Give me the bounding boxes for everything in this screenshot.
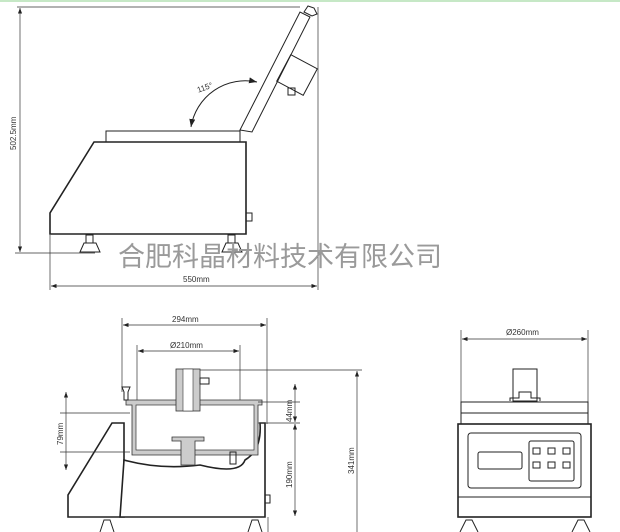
right-view: Ø260mm bbox=[457, 328, 592, 532]
diameter-label: Ø210mm bbox=[170, 341, 203, 350]
lid-handle-box bbox=[512, 368, 538, 402]
lid-height-label: 44mm bbox=[285, 399, 294, 422]
foot bbox=[221, 234, 243, 253]
key-button bbox=[547, 461, 556, 469]
height-label: 502.5mm bbox=[9, 116, 18, 150]
key-button bbox=[532, 461, 541, 469]
width-label: 550mm bbox=[183, 275, 210, 284]
top-plate bbox=[105, 130, 241, 143]
key-button bbox=[547, 447, 556, 455]
control-body bbox=[457, 423, 592, 518]
total-height-label: 341mm bbox=[347, 447, 356, 474]
key-button bbox=[562, 461, 571, 469]
width-label: 294mm bbox=[172, 315, 199, 324]
foot bbox=[79, 234, 101, 253]
key-button bbox=[562, 447, 571, 455]
company-watermark: 合肥科晶材料技术有限公司 bbox=[118, 242, 442, 273]
diameter-label: Ø260mm bbox=[506, 328, 539, 337]
body-height-label: 190mm bbox=[285, 461, 294, 488]
top-border bbox=[0, 0, 620, 2]
key-button bbox=[532, 447, 541, 455]
depth-label: 79mm bbox=[56, 422, 65, 445]
motor-box bbox=[276, 54, 318, 96]
display-screen bbox=[477, 451, 523, 470]
machine-body bbox=[67, 422, 125, 518]
front-section-view: 294mm Ø210mm 79mm 44mm 190mm 341mm bbox=[56, 315, 362, 532]
angle-arc bbox=[189, 77, 258, 128]
keypad bbox=[528, 440, 575, 482]
side-view: 502.5mm 550mm 115° bbox=[9, 5, 319, 290]
control-panel bbox=[467, 432, 582, 489]
lid-arm bbox=[239, 11, 311, 133]
machine-body bbox=[49, 141, 247, 235]
